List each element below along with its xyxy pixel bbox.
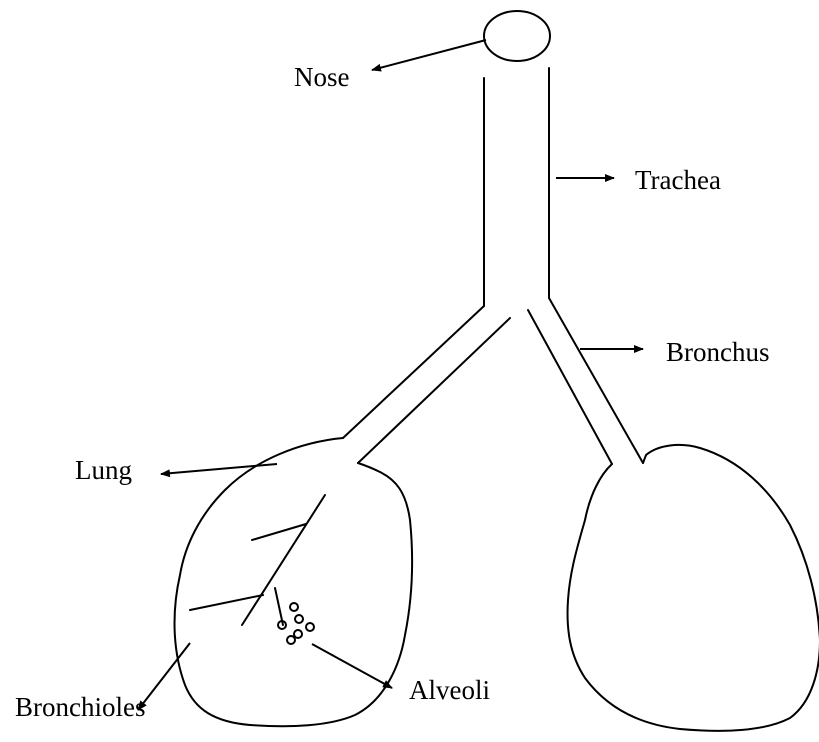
left-bronchus-inner-wall [358, 318, 510, 463]
alveolus [294, 630, 302, 638]
lung-arrow [161, 464, 277, 474]
alveoli-label: Alveoli [409, 675, 490, 705]
lung-label: Lung [75, 455, 132, 485]
alveolus [290, 603, 298, 611]
nose-shape [484, 11, 550, 61]
right-lung-outline [568, 445, 819, 731]
alveolus [295, 615, 303, 623]
left-bronchus-outer-wall [343, 306, 484, 438]
right-bronchus-outer-wall [549, 298, 643, 463]
bronchus-label: Bronchus [666, 337, 770, 367]
trachea-label: Trachea [635, 165, 721, 195]
bronchiole-branch-alveoli [275, 588, 283, 625]
alveolus [306, 623, 314, 631]
bronchiole-main [242, 495, 325, 625]
alveoli-arrow [312, 644, 392, 688]
nose-label: Nose [294, 62, 350, 92]
alveolus [287, 636, 295, 644]
nose-arrow [372, 40, 486, 70]
bronchioles-label: Bronchioles [15, 692, 145, 722]
left-lung-outline [175, 438, 413, 726]
